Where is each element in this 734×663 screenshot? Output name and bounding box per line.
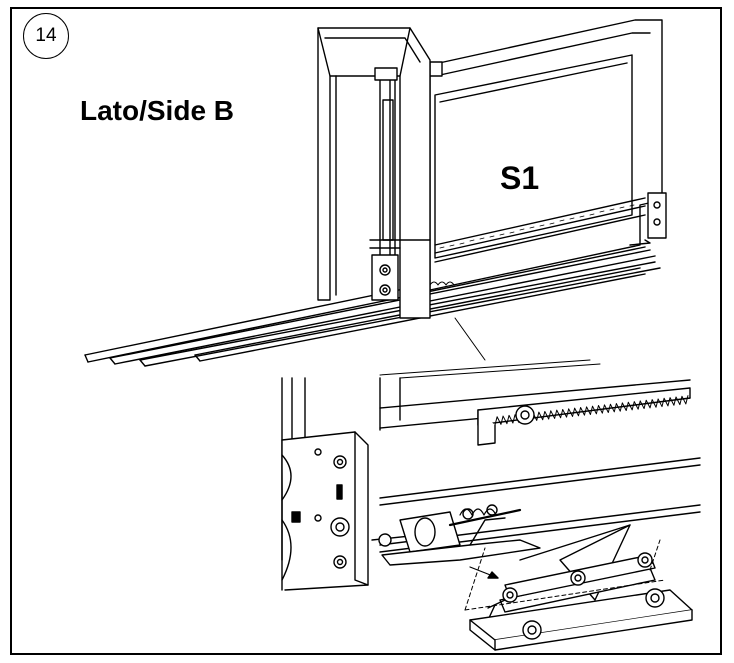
step-number-badge: 14 bbox=[23, 13, 69, 59]
leader-line bbox=[454, 317, 486, 361]
side-label: Lato/Side B bbox=[80, 95, 235, 126]
detail-view bbox=[281, 359, 701, 651]
gate-leaf bbox=[429, 19, 667, 291]
gear-rack bbox=[434, 214, 646, 263]
motor-column bbox=[317, 27, 455, 319]
part-label-s1: S1 bbox=[500, 160, 540, 196]
